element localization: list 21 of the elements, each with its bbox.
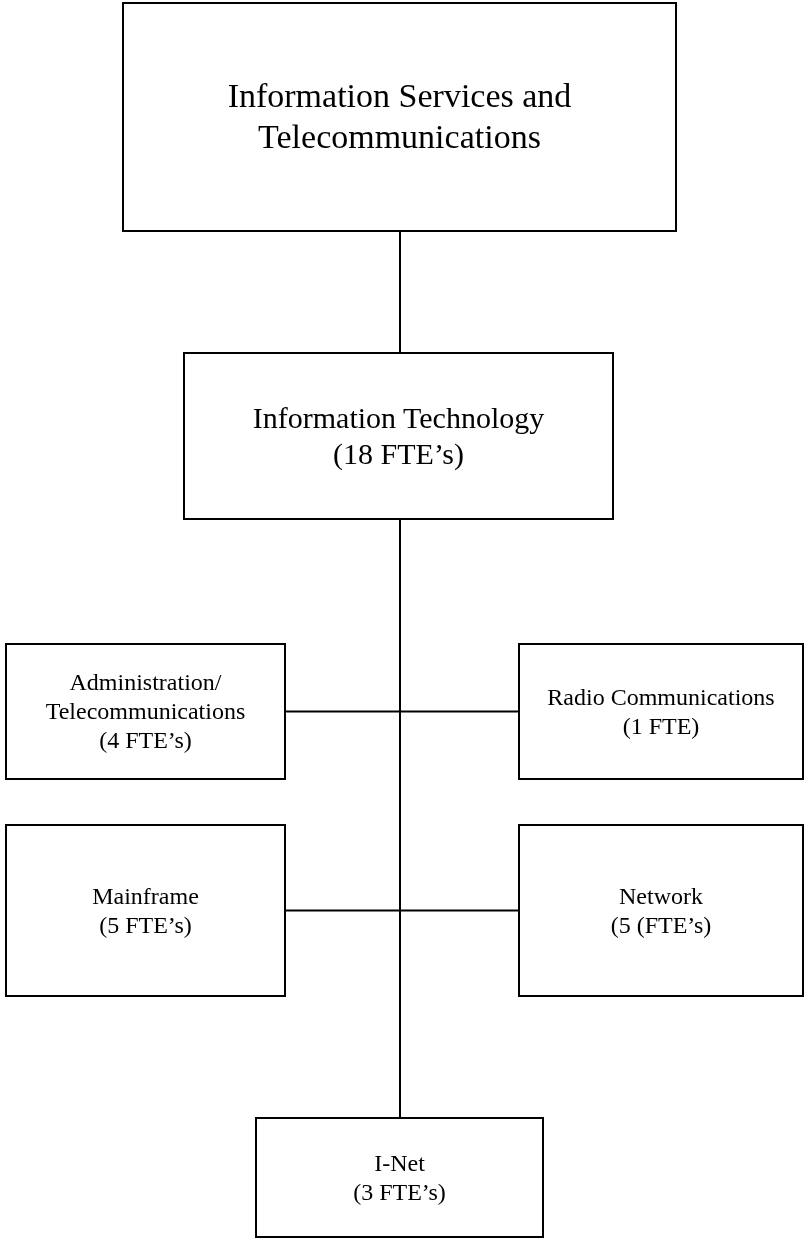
org-unit-box (518, 643, 804, 780)
unit-name: Mainframe (92, 881, 199, 911)
unit-name: Network (619, 881, 703, 911)
org-unit-box (183, 352, 614, 520)
org-unit-box (5, 643, 286, 780)
unit-name: Information Technology (252, 400, 545, 436)
staff-count: (1 FTE) (622, 711, 700, 741)
org-unit-box (255, 1117, 544, 1238)
staff-count: (5 FTE’s) (99, 910, 192, 940)
staff-count: (5 (FTE’s) (610, 910, 712, 940)
unit-name: Radio Communications (547, 682, 775, 712)
org-unit-box (518, 824, 804, 997)
unit-name: Administration/ Telecommunications (44, 668, 247, 726)
staff-count: (3 FTE’s) (353, 1177, 446, 1207)
org-unit-box (122, 2, 677, 232)
unit-name: Information Services and Telecommunications (226, 76, 573, 157)
org-unit-box (5, 824, 286, 997)
connector-line (399, 231, 401, 353)
unit-name: I-Net (374, 1148, 425, 1178)
staff-count: (4 FTE’s) (99, 725, 192, 755)
staff-count: (18 FTE’s) (333, 436, 464, 472)
